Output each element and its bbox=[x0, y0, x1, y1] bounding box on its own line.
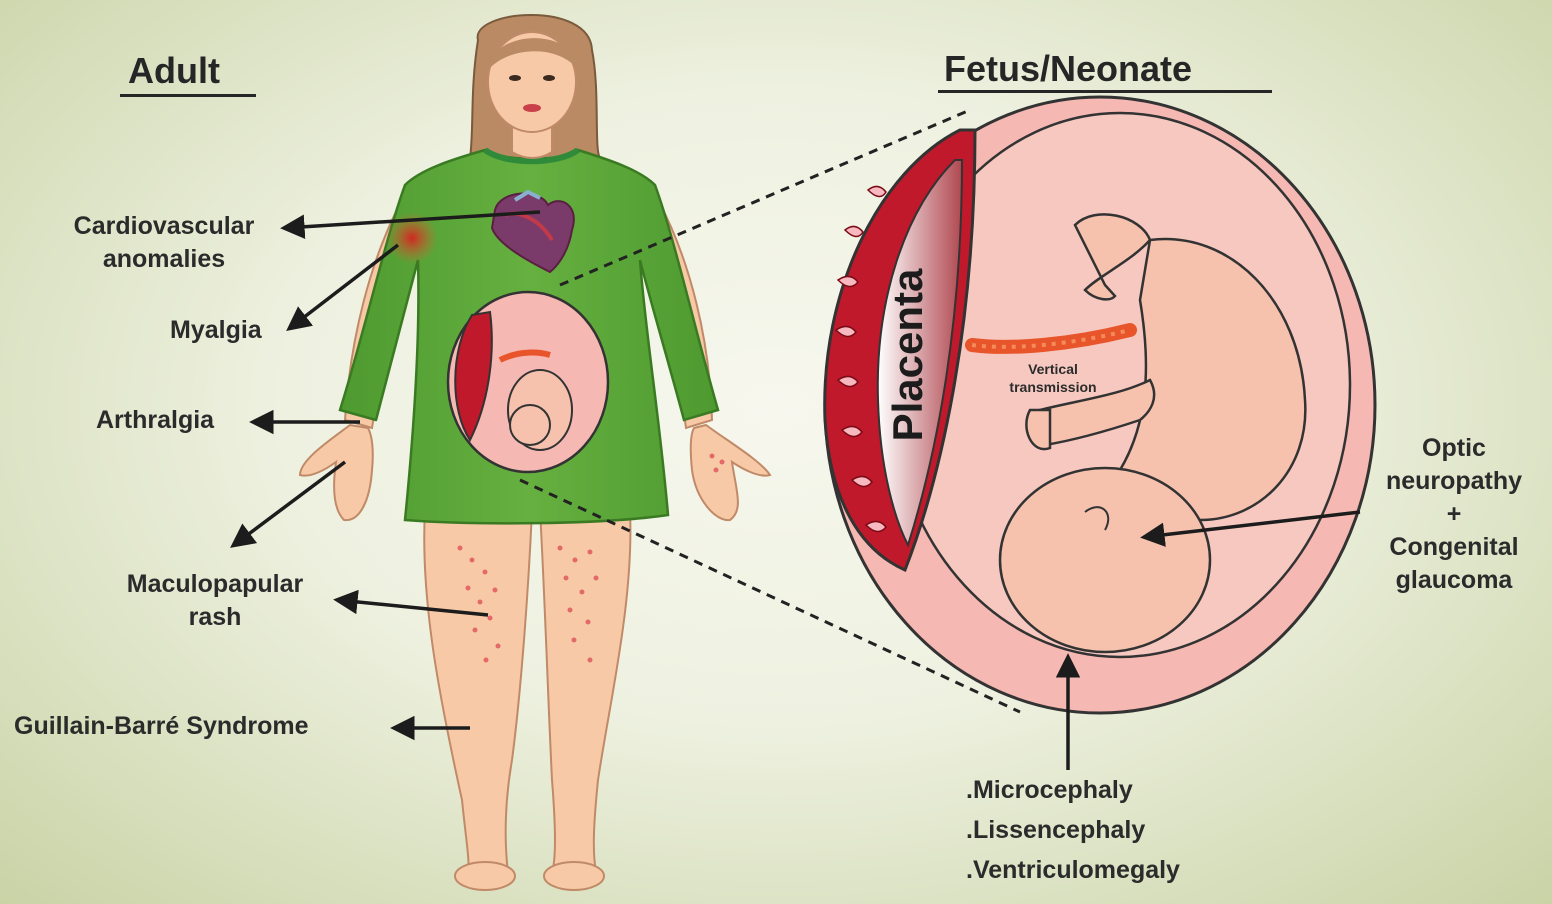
cardiovascular-line2: anomalies bbox=[103, 245, 225, 273]
arthralgia-label: Arthralgia bbox=[96, 404, 214, 437]
placenta-label: Placenta bbox=[884, 268, 931, 441]
condition-lissencephaly: .Lissencephaly bbox=[966, 810, 1180, 850]
cardiovascular-line1: Cardiovascular bbox=[74, 212, 255, 240]
maculopapular-rash-label: Maculopapular rash bbox=[100, 568, 330, 634]
left-leg bbox=[424, 510, 532, 872]
right-leg bbox=[540, 510, 630, 872]
optic-line4: Congenital bbox=[1389, 533, 1518, 561]
lips-icon bbox=[523, 104, 541, 112]
left-foot bbox=[455, 862, 515, 890]
guillain-barre-label: Guillain-Barré Syndrome bbox=[14, 710, 309, 743]
condition-microcephaly: .Microcephaly bbox=[966, 770, 1180, 810]
adult-heading-underline bbox=[120, 94, 256, 97]
vertical-transmission-label: Vertical transmission bbox=[986, 360, 1120, 396]
rash-line1: Maculopapular bbox=[127, 570, 303, 598]
optic-line2: neuropathy bbox=[1386, 467, 1522, 495]
optic-line3: + bbox=[1447, 500, 1462, 528]
left-eye-icon bbox=[509, 75, 521, 81]
left-hand bbox=[300, 425, 373, 520]
optic-line5: glaucoma bbox=[1396, 566, 1513, 594]
fetus-heading-underline bbox=[938, 90, 1272, 93]
cardiovascular-anomalies-label: Cardiovascular anomalies bbox=[50, 210, 278, 276]
vertical-line1: Vertical bbox=[1028, 361, 1078, 377]
brain-conditions-list: .Microcephaly .Lissencephaly .Ventriculo… bbox=[966, 770, 1180, 890]
optic-neuropathy-label: Optic neuropathy + Congenital glaucoma bbox=[1364, 432, 1544, 597]
right-foot bbox=[544, 862, 604, 890]
rash-line2: rash bbox=[189, 603, 242, 631]
vertical-line2: transmission bbox=[1009, 379, 1096, 395]
small-uterus-icon bbox=[448, 292, 608, 472]
condition-ventriculomegaly: .Ventriculomegaly bbox=[966, 850, 1180, 890]
arrow-hand-rash bbox=[234, 462, 345, 545]
fetus-neonate-heading: Fetus/Neonate bbox=[944, 48, 1192, 90]
right-eye-icon bbox=[543, 75, 555, 81]
optic-line1: Optic bbox=[1422, 434, 1486, 462]
myalgia-label: Myalgia bbox=[170, 314, 262, 347]
adult-heading: Adult bbox=[128, 50, 220, 92]
adult-woman-figure bbox=[300, 15, 770, 890]
right-hand bbox=[691, 425, 770, 520]
